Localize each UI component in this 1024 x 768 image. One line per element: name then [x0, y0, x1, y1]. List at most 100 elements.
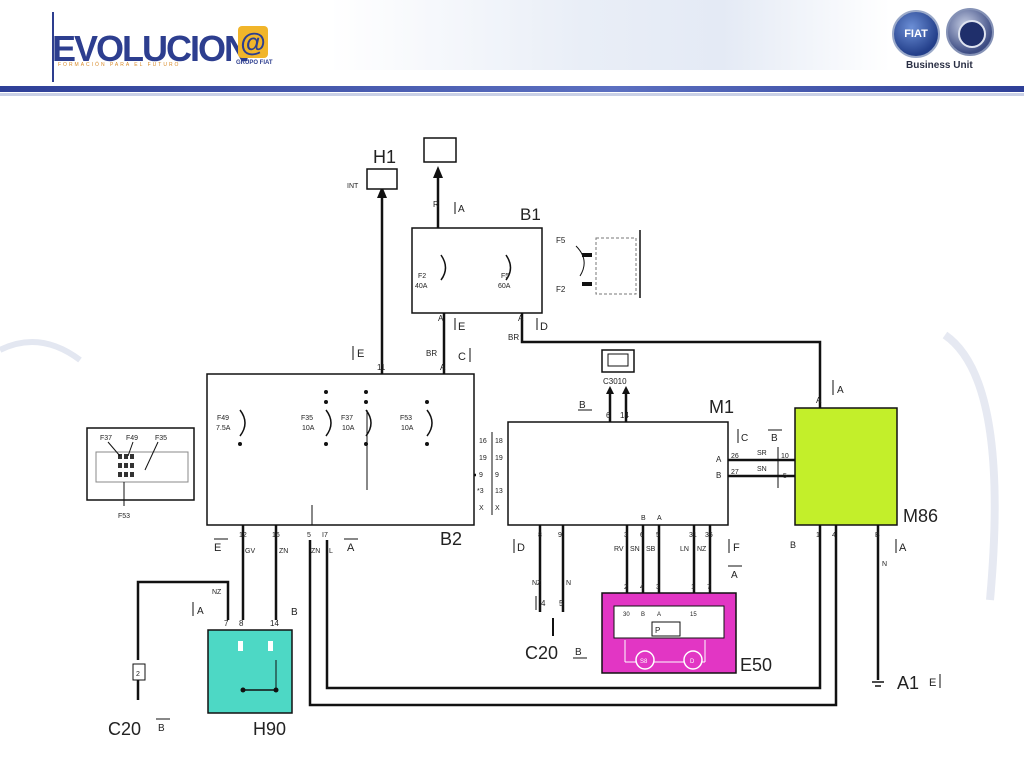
- h90-conn-b: B: [291, 607, 298, 618]
- c20-left-label: C20: [108, 719, 141, 739]
- b2-pin-r-4: X: [495, 505, 500, 512]
- b1-pin-a-left: A: [438, 314, 444, 323]
- b1-conn-e: E: [458, 321, 465, 333]
- m1-right-pin-26: 26: [731, 453, 739, 460]
- b2-conn-c: C: [458, 351, 466, 363]
- b2-bottom-conn-a: A: [347, 542, 355, 554]
- b2-f49-rating: 7.5A: [216, 425, 231, 432]
- m86-left-pin-5: 5: [783, 473, 787, 480]
- m1-wire-ln: LN: [680, 546, 689, 553]
- c20-mid-label: C20: [525, 643, 558, 663]
- c20-mid-wire-nz: NZ: [532, 580, 542, 587]
- m1-conn-d: D: [517, 542, 525, 554]
- b2-pin-l-2: 9: [479, 472, 483, 479]
- b2-wire-1: ZN: [279, 548, 288, 555]
- bg-swoosh-left: [0, 339, 82, 363]
- b1-f5-label: F5: [501, 273, 509, 280]
- wire-sr: SR: [757, 450, 767, 457]
- b2-pin-l-4: X: [479, 505, 484, 512]
- c20-mid-pin-4: 4: [541, 599, 546, 608]
- e50-motor-1-label: S8: [640, 659, 648, 665]
- b2-f37: F37: [341, 415, 353, 422]
- h1-label: H1: [373, 147, 396, 167]
- b2-f35-rating: 10A: [302, 425, 315, 432]
- logo-divider: [52, 12, 54, 82]
- b1-f2-rating: 40A: [415, 283, 428, 290]
- header-stripe-light: [0, 93, 1024, 96]
- h90-pin-14: 14: [270, 619, 279, 628]
- b2-pin-l-3: *3: [477, 488, 484, 495]
- m1-conn-b-right: B: [771, 433, 778, 444]
- logo-at-icon: @: [238, 26, 268, 58]
- e50-top-pin-1: 1: [691, 584, 695, 591]
- e50-inner-pin-15: 15: [690, 612, 697, 618]
- m1-conn-c: C: [741, 433, 748, 444]
- m1-bottom-pin-8: 8: [538, 532, 542, 539]
- b2-f49: F49: [217, 415, 229, 422]
- h1-int-label: INT: [347, 183, 359, 190]
- b1-conn-d: D: [540, 321, 548, 333]
- arrow-up-b1: [433, 166, 443, 178]
- m86-bottom-b: B: [790, 540, 796, 550]
- b2-bottom-pin-0: 12: [239, 532, 247, 539]
- b1-f5-rating: 60A: [498, 283, 511, 290]
- e50-top-pin-7: 7: [707, 584, 711, 591]
- header-stripe: [0, 86, 1024, 92]
- m1-bottom-a: A: [657, 515, 662, 522]
- m1-top-conn-b: B: [579, 400, 586, 411]
- logo-subtitle: GRUPO FIAT: [236, 60, 273, 66]
- e50-inner-p: P: [655, 626, 660, 635]
- c20-mid-pin-5: 5: [559, 599, 564, 608]
- m86-bottom-pin-1: 1: [816, 532, 820, 539]
- e50-inner-pin-a: A: [657, 612, 661, 618]
- inset-f37: F37: [100, 435, 112, 442]
- b2-conn-e: E: [357, 348, 364, 360]
- m1-conn-a: A: [731, 570, 738, 581]
- bg-swoosh-right: [942, 331, 999, 601]
- e50-top-pin-2: 2: [624, 584, 628, 591]
- c20-mid-wire-n: N: [566, 580, 571, 587]
- evolucion-logo-text: EVOLUCION: [52, 28, 250, 69]
- business-unit-label: Business Unit: [906, 60, 973, 71]
- b1-f2-label: F2: [418, 273, 426, 280]
- b1-inset: [595, 237, 637, 295]
- slide-header: EVOLUCION @ FORMACIÓN PARA EL FUTURO GRU…: [0, 0, 1024, 100]
- h90-wire-nz: NZ: [212, 589, 222, 596]
- m86-bottom-b2: B: [875, 532, 880, 539]
- m1-bottom-pin-9: 9: [558, 532, 562, 539]
- b2-pin-r-3: 13: [495, 488, 503, 495]
- m1-bottom-pin-31: 31: [689, 532, 697, 539]
- b2-pin-l-1: 19: [479, 455, 487, 462]
- a1-label: A1: [897, 673, 919, 693]
- e50-motor-2-icon: [683, 650, 703, 670]
- h90-pin-7: 7: [224, 619, 229, 628]
- m1-bottom-pin-36: 36: [705, 532, 713, 539]
- m1-control-unit: [507, 421, 729, 526]
- b2-pin-a: A: [440, 363, 446, 372]
- inset-f49: F49: [126, 435, 138, 442]
- e50-inner-pin-30: 30: [623, 612, 630, 618]
- m86-left-pin-10: 10: [781, 453, 789, 460]
- arrow-up-c3010-b: [622, 386, 630, 394]
- b2-wire-2: ZN: [311, 548, 320, 555]
- b2-f53: F53: [400, 415, 412, 422]
- b1-pin-a-right: A: [518, 314, 524, 323]
- b2-pin-r-2: 9: [495, 472, 499, 479]
- b2-pin-r-0: 18: [495, 438, 503, 445]
- b2-pin-l-0: 16: [479, 438, 487, 445]
- m1-right-a: A: [716, 455, 722, 464]
- e50-motor-2-label: D: [690, 659, 695, 665]
- m86-top-conn-a: A: [837, 385, 844, 396]
- arrow-up-c3010-a: [606, 386, 614, 394]
- b2-wire-3: L: [329, 548, 333, 555]
- b1-inset-f2: F2: [556, 285, 566, 294]
- logo-tagline: FORMACIÓN PARA EL FUTURO: [58, 62, 181, 68]
- c20-left-conn-b: B: [158, 723, 165, 734]
- m86-label: M86: [903, 506, 938, 526]
- m1-wire-sb: SB: [646, 546, 656, 553]
- m1-wire-rv: RV: [614, 546, 624, 553]
- h90-component: [207, 629, 293, 714]
- m1-right-pin-27: 27: [731, 469, 739, 476]
- fuse-inset-inner: [95, 451, 189, 483]
- inset-f53: F53: [118, 513, 130, 520]
